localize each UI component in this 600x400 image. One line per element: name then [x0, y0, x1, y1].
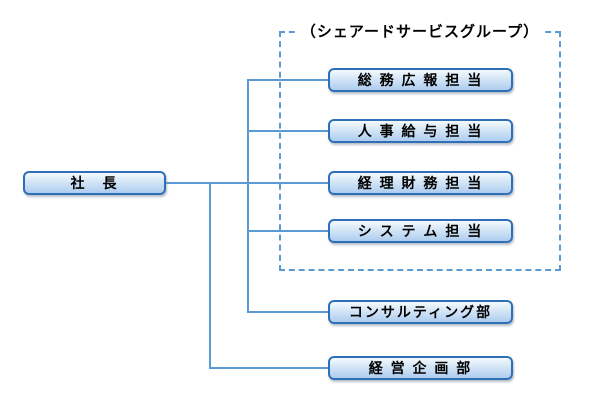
connector-branch-consulting — [247, 311, 330, 313]
node-general-affairs-pr: 総 務 広 報 担 当 — [328, 68, 513, 92]
node-accounting-finance: 経 理 財 務 担 当 — [328, 171, 513, 195]
connector-branch-systems — [247, 230, 330, 232]
connector-branch-general-affairs-pr — [247, 79, 330, 81]
shared-services-group-title: （シェアードサービスグループ） — [295, 20, 545, 42]
node-label: シ ス テ ム 担 当 — [357, 223, 484, 239]
connector-trunk-inner — [247, 79, 249, 313]
shared-services-group-outline: （シェアードサービスグループ） — [279, 20, 561, 271]
node-label: 人 事 給 与 担 当 — [357, 123, 484, 139]
node-consulting: コンサルティング部 — [328, 300, 513, 324]
node-systems: シ ス テ ム 担 当 — [328, 219, 513, 243]
node-president: 社 長 — [23, 171, 166, 195]
node-president-label: 社 長 — [70, 175, 119, 191]
node-corporate-planning: 経 営 企 画 部 — [328, 356, 513, 380]
node-label: 総 務 広 報 担 当 — [357, 72, 484, 88]
node-label: 経 理 財 務 担 当 — [357, 175, 484, 191]
connector-trunk-outer — [209, 182, 211, 369]
node-label: コンサルティング部 — [348, 304, 493, 320]
node-label: 経 営 企 画 部 — [368, 360, 473, 376]
node-hr-payroll: 人 事 給 与 担 当 — [328, 119, 513, 143]
connector-branch-corporate-planning — [209, 367, 330, 369]
connector-branch-hr-payroll — [247, 130, 330, 132]
